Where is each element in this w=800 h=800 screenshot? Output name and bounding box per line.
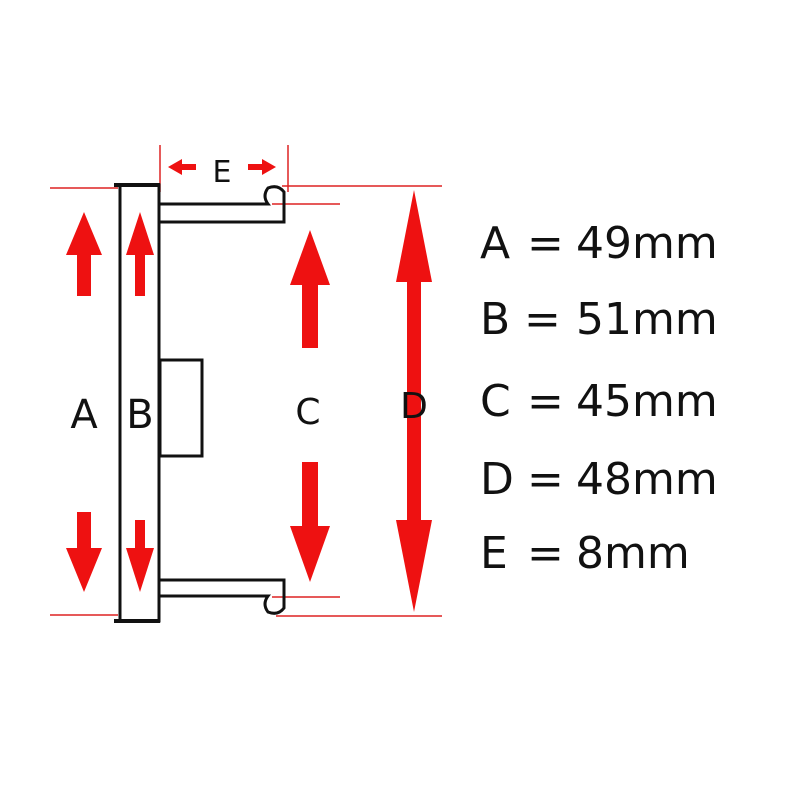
dimension-legend: A = 49mm B = 51mm C = 45mm D = 48mm E = … [480, 218, 718, 579]
label-b: B [126, 392, 153, 438]
arrow-e-left [168, 159, 196, 175]
legend-row-b: B = 51mm [480, 294, 718, 345]
arrow-c-up [290, 230, 330, 348]
guide-lines [50, 145, 442, 617]
legend-equals: = [527, 528, 564, 579]
legend-value: 8mm [576, 528, 690, 579]
arrow-a-down [66, 512, 102, 592]
legend-row-a: A = 49mm [480, 218, 718, 269]
label-d: D [400, 386, 428, 427]
legend-equals: = [527, 218, 564, 269]
arrow-d [396, 190, 432, 612]
legend-key: C [480, 376, 511, 427]
arrow-a-up [66, 212, 102, 296]
label-a: A [70, 392, 98, 438]
arrow-b-down [126, 520, 154, 592]
arrow-b-up [126, 212, 154, 296]
arrow-c-down [290, 462, 330, 582]
legend-equals: = [524, 294, 561, 345]
legend-equals: = [527, 376, 564, 427]
legend-key: A [480, 218, 510, 269]
legend-row-e: E = 8mm [480, 528, 690, 579]
arrow-e-right [248, 159, 276, 175]
center-boss [158, 358, 204, 458]
label-e: E [213, 155, 232, 190]
arrows [66, 159, 432, 612]
legend-row-d: D = 48mm [480, 454, 718, 505]
label-c: C [295, 392, 320, 433]
legend-key: B [480, 294, 510, 345]
legend-key: E [480, 528, 508, 579]
legend-value: 48mm [576, 454, 718, 505]
legend-value: 51mm [576, 294, 718, 345]
legend-equals: = [527, 454, 564, 505]
top-clip [159, 185, 286, 224]
legend-row-c: C = 45mm [480, 376, 718, 427]
legend-value: 45mm [576, 376, 718, 427]
legend-value: 49mm [576, 218, 718, 269]
bottom-clip [159, 578, 286, 615]
legend-key: D [480, 454, 514, 505]
